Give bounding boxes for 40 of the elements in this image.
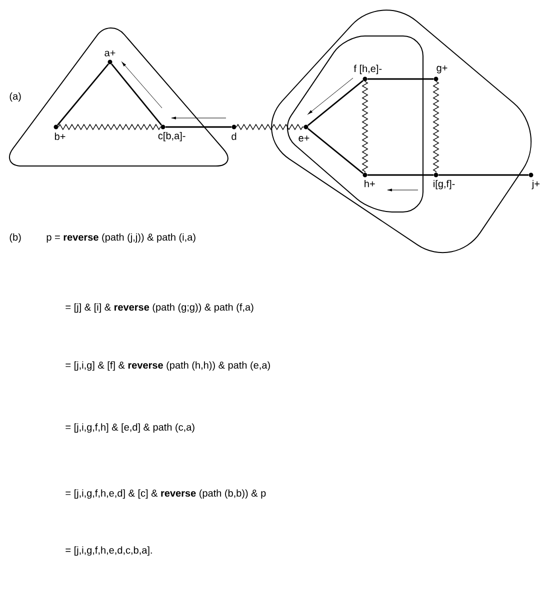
vertex: c[b,a]- [158,124,186,142]
panel-label: (b) [10,233,21,243]
line [367,78,434,80]
vertex: d [232,124,236,140]
line [111,63,162,126]
zigzag-line [58,124,161,130]
line [367,174,434,176]
panel-label: (a) [10,92,21,102]
zigzag-line [236,124,304,130]
line [438,174,529,176]
equation-line: = [j,i,g] & [f] & reverse (path (h,h)) & path (e,a) [66,361,270,371]
vertex: i[g,f]- [434,172,455,190]
vertex: f [h,e]- [354,64,382,82]
vertex: g+ [434,66,448,82]
node-label: e+ [298,136,310,142]
vertex: e+ [298,124,310,142]
node-label: a+ [104,50,116,56]
node-label: c[b,a]- [158,132,186,142]
node-label: g+ [436,66,448,74]
line [307,80,364,126]
node-label: f [h,e]- [354,64,382,74]
equation-line: p = reverse (path (j,j)) & path (i,a) [46,233,196,243]
vertex: a+ [104,50,116,64]
node-label: b+ [54,132,66,140]
vertex: h+ [362,172,375,188]
equation-line: = [j,i,g,f,h,e,d] & [c] & reverse (path (b,b)) & p [66,489,266,499]
node-label: d [232,132,236,140]
line [307,128,364,174]
node-label: i[g,f]- [434,180,455,190]
node-label: j+ [532,180,540,190]
vertex: j+ [528,172,540,190]
zigzag-line [432,81,440,173]
vertex: b+ [54,124,66,140]
zigzag-line [362,81,368,173]
equation-line: = [j] & [i] & reverse (path (g;g)) & path (f,a) [66,303,254,313]
line [165,126,232,128]
line [57,63,109,126]
node-label: h+ [364,180,375,188]
equation-line: = [j,i,g,f,h,e,d,c,b,a]. [66,546,152,556]
equation-line: = [j,i,g,f,h] & [e,d] & path (c,a) [66,423,194,433]
